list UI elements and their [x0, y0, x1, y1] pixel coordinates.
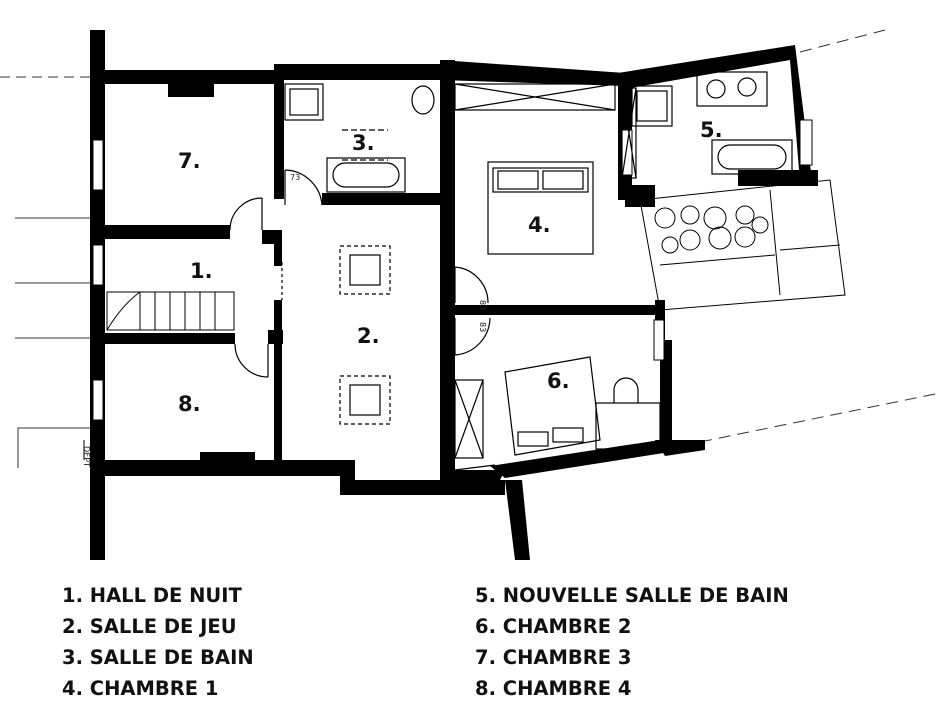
door-mark-upper: 83 — [478, 300, 487, 310]
door-mark-lower: 83 — [478, 322, 487, 332]
legend-item-1: 1. HALL DE NUIT — [62, 584, 242, 607]
staircase — [83, 291, 235, 460]
legend-item-6: 6. CHAMBRE 2 — [475, 615, 632, 638]
bath-5-fixtures — [631, 71, 793, 175]
legend-item-2: 2. SALLE DE JEU — [62, 615, 237, 638]
site-lines — [0, 29, 941, 468]
game-tables — [339, 245, 391, 425]
windows — [92, 119, 813, 421]
room-label-1: 1. — [190, 259, 213, 283]
room-label-4: 4. — [528, 213, 551, 237]
room-label-7: 7. — [178, 149, 201, 173]
room-label-2: 2. — [357, 324, 380, 348]
legend-item-4: 4. CHAMBRE 1 — [62, 677, 219, 700]
legend-item-3: 3. SALLE DE BAIN — [62, 646, 254, 669]
legend-item-8: 8. CHAMBRE 4 — [475, 677, 632, 700]
planted-terrace — [639, 179, 846, 311]
walls — [90, 30, 818, 560]
room-label-5: 5. — [700, 118, 723, 142]
legend-item-7: 7. CHAMBRE 3 — [475, 646, 632, 669]
door-swings — [229, 169, 496, 471]
stair-mark: DEPT — [82, 446, 91, 467]
room-label-3: 3. — [352, 131, 375, 155]
legend-item-5: 5. NOUVELLE SALLE DE BAIN — [475, 584, 789, 607]
bath-3-fixtures — [284, 83, 435, 193]
room-label-6: 6. — [547, 369, 570, 393]
beds — [487, 161, 661, 456]
floor-plan: 73 83 83 DEPT 7. 3. 5. 1. 4. 2. 6. 8. — [0, 29, 941, 560]
legend-right: 5. NOUVELLE SALLE DE BAIN 6. CHAMBRE 2 7… — [475, 580, 789, 704]
door-mark-bath: 73 — [290, 173, 300, 182]
wardrobes — [454, 83, 637, 459]
legend-left: 1. HALL DE NUIT 2. SALLE DE JEU 3. SALLE… — [62, 580, 254, 704]
room-label-8: 8. — [178, 392, 201, 416]
